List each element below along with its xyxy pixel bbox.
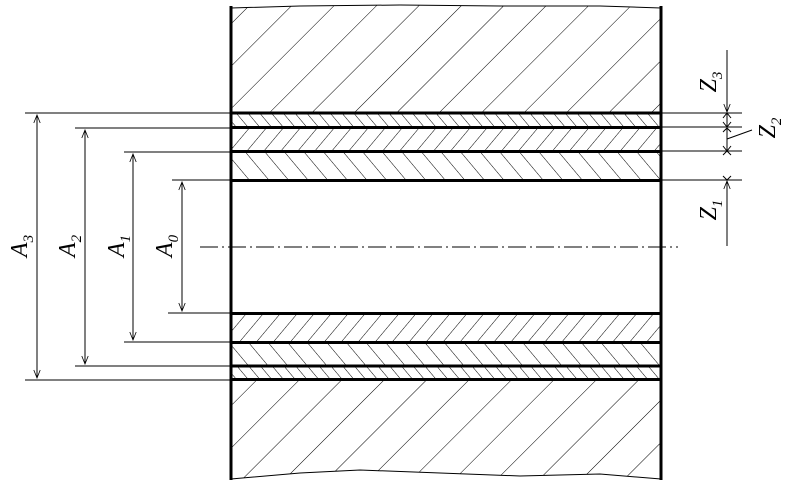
allowance-z1-layer-bottom: [231, 314, 661, 341]
base-material-top: [230, 4, 662, 112]
label-a1: A1: [104, 235, 134, 259]
svg-text:A2: A2: [55, 234, 85, 259]
label-a0: A0: [152, 234, 182, 259]
allowance-z3-layer-bottom: [231, 367, 661, 379]
svg-text:A3: A3: [7, 235, 37, 259]
svg-text:A1: A1: [104, 235, 134, 259]
label-z1: Z1: [696, 200, 726, 221]
allowance-z2-layer-bottom: [231, 344, 661, 365]
svg-text:Z2: Z2: [755, 117, 785, 138]
label-z2: Z2: [755, 117, 785, 138]
allowance-z3-layer-top: [231, 114, 661, 127]
allowance-z2-layer-top: [231, 128, 661, 151]
base-material-bottom: [230, 380, 662, 480]
part-walls: [229, 6, 663, 480]
z2-leader-line: [726, 129, 753, 140]
diameter-dimensions: [37, 115, 182, 378]
allowance-z1-layer-top: [231, 152, 661, 180]
svg-text:Z1: Z1: [696, 200, 726, 221]
label-z3: Z3: [696, 72, 726, 93]
svg-text:Z3: Z3: [696, 72, 726, 93]
label-a3: A3: [7, 235, 37, 259]
label-a2: A2: [55, 234, 85, 259]
left-extension-lines: [25, 112, 231, 381]
svg-text:A0: A0: [152, 234, 182, 259]
layer-boundaries: [231, 111, 661, 381]
allowance-dimensions: [722, 50, 753, 246]
